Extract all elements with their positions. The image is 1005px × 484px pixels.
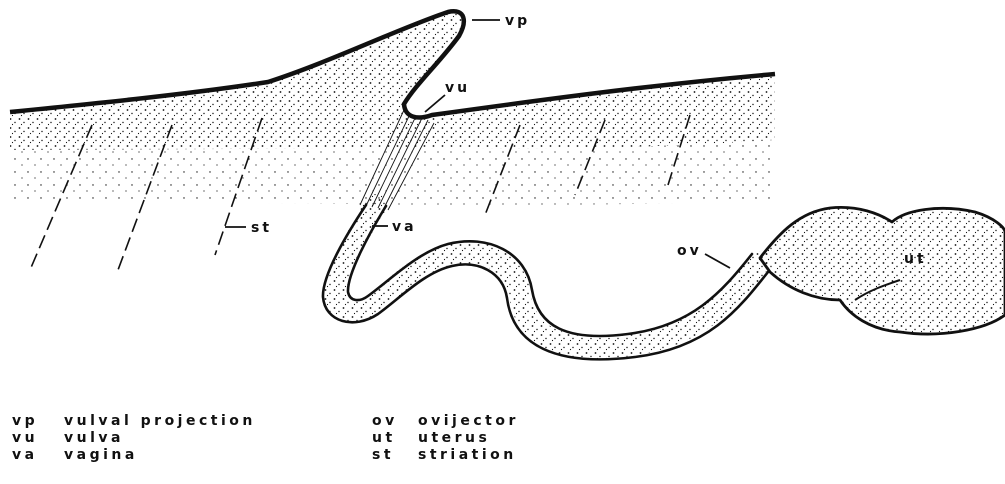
uterus	[760, 207, 1005, 334]
legend-right: ov ovijector ut uterus st striation	[372, 413, 519, 464]
reproductive-tube	[323, 205, 768, 359]
legend-term: striation	[418, 447, 517, 464]
legend-term: uterus	[418, 430, 490, 447]
legend-row: ut uterus	[372, 430, 519, 447]
callout-va: va	[392, 219, 417, 235]
legend-term: vulval projection	[64, 413, 256, 430]
body-wall	[10, 11, 775, 205]
legend-abbr: st	[372, 447, 418, 464]
callout-vp: vp	[505, 13, 530, 29]
legend-abbr: vu	[12, 430, 64, 447]
legend-row: ov ovijector	[372, 413, 519, 430]
uterus-outline	[760, 207, 1005, 334]
callout-st: st	[251, 220, 272, 236]
legend-row: va vagina	[12, 447, 256, 464]
legend-abbr: ov	[372, 413, 418, 430]
leader-ov	[705, 254, 730, 268]
legend-abbr: ut	[372, 430, 418, 447]
legend-row: st striation	[372, 447, 519, 464]
leader-vu	[425, 95, 445, 112]
legend-abbr: vp	[12, 413, 64, 430]
legend-term: ovijector	[418, 413, 519, 430]
callout-vu: vu	[445, 80, 470, 96]
legend-term: vagina	[64, 447, 138, 464]
legend-abbr: va	[12, 447, 64, 464]
legend-row: vp vulval projection	[12, 413, 256, 430]
callout-ov: ov	[677, 243, 702, 259]
legend-row: vu vulva	[12, 430, 256, 447]
legend-left: vp vulval projection vu vulva va vagina	[12, 413, 256, 464]
callout-ut: ut	[904, 251, 927, 267]
legend-term: vulva	[64, 430, 124, 447]
